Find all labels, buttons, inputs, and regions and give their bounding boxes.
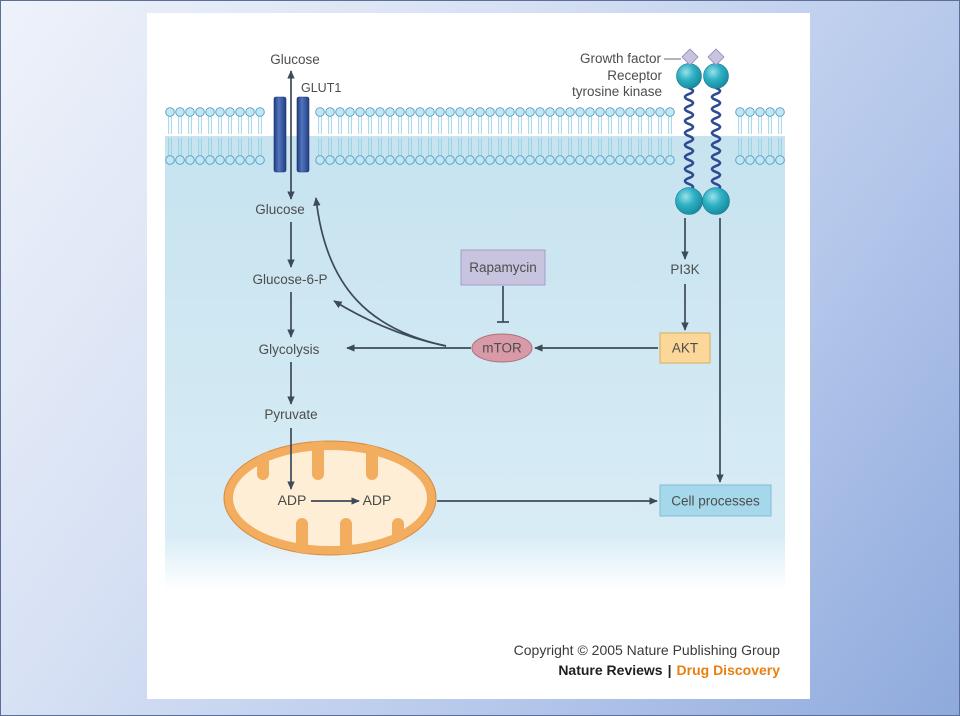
- glycolysis-label: Glycolysis: [259, 342, 320, 357]
- growth-factor: [681, 48, 725, 66]
- rapamycin-box: [460, 249, 546, 286]
- crista-bottom-1: [296, 518, 308, 555]
- mitochondrion: ADP ADP: [223, 440, 437, 556]
- receptor-extracellular-domain-left: [676, 63, 702, 89]
- adp-right-label: ADP: [363, 492, 392, 508]
- receptor-chain-right: [710, 86, 722, 192]
- mitochondrion-matrix: [233, 450, 427, 546]
- growth-factor-ligand-right: [707, 48, 725, 66]
- crista-top-2: [312, 441, 324, 480]
- receptor-label-line-1: Receptor: [607, 68, 662, 83]
- crista-bottom-2: [340, 518, 352, 555]
- glucose-outside-label: Glucose: [270, 52, 320, 67]
- section-name: Drug Discovery: [677, 662, 781, 678]
- arrow-mtor-to-glucose: [313, 197, 447, 347]
- mtor-node: mTOR: [471, 333, 533, 363]
- akt-box: [659, 332, 711, 364]
- receptor-tyrosine-kinase: [675, 63, 730, 215]
- pathway-arrows: [287, 70, 724, 505]
- mtor-label: mTOR: [482, 341, 522, 356]
- copyright-line: Copyright © 2005 Nature Publishing Group: [514, 642, 781, 658]
- akt-node: AKT: [659, 332, 711, 364]
- glucose-inside-label: Glucose: [255, 202, 305, 217]
- inhibition-rapamycin-to-mtor: [497, 286, 509, 323]
- adp-left-label: ADP: [278, 492, 307, 508]
- pi3k-label: PI3K: [670, 262, 699, 277]
- membrane-segment-left: [165, 105, 265, 167]
- credit-separator: |: [668, 662, 672, 678]
- cell-processes-label: Cell processes: [671, 494, 760, 509]
- glut1-subunit-right: [296, 96, 310, 173]
- receptor-label-line-2: tyrosine kinase: [572, 84, 662, 99]
- rapamycin-label: Rapamycin: [469, 260, 537, 275]
- cell-processes-box: [659, 484, 772, 517]
- receptor-extracellular-domain-right: [703, 63, 729, 89]
- journal-name: Nature Reviews: [558, 662, 662, 678]
- receptor-kinase-domain-left: [675, 187, 703, 215]
- membrane-segment-right: [735, 105, 785, 167]
- rapamycin-node: Rapamycin: [460, 249, 546, 286]
- mtor-ellipse: [471, 333, 533, 363]
- growth-factor-ligand-left: [681, 48, 699, 66]
- glucose-6-p-label: Glucose-6-P: [252, 272, 327, 287]
- glut1-transporter: [273, 96, 310, 173]
- receptor-kinase-domain-right: [702, 187, 730, 215]
- cell-processes-node: Cell processes: [659, 484, 772, 517]
- growth-factor-label: Growth factor: [580, 51, 662, 66]
- membrane-segment-middle: [315, 105, 675, 167]
- pyruvate-label: Pyruvate: [264, 407, 317, 422]
- glut1-label: GLUT1: [301, 81, 341, 95]
- journal-credit: Nature Reviews | Drug Discovery: [558, 662, 780, 678]
- receptor-chain-left: [683, 86, 695, 192]
- glut1-subunit-left: [273, 96, 287, 173]
- akt-label: AKT: [672, 341, 698, 356]
- cell-membrane: [165, 105, 785, 167]
